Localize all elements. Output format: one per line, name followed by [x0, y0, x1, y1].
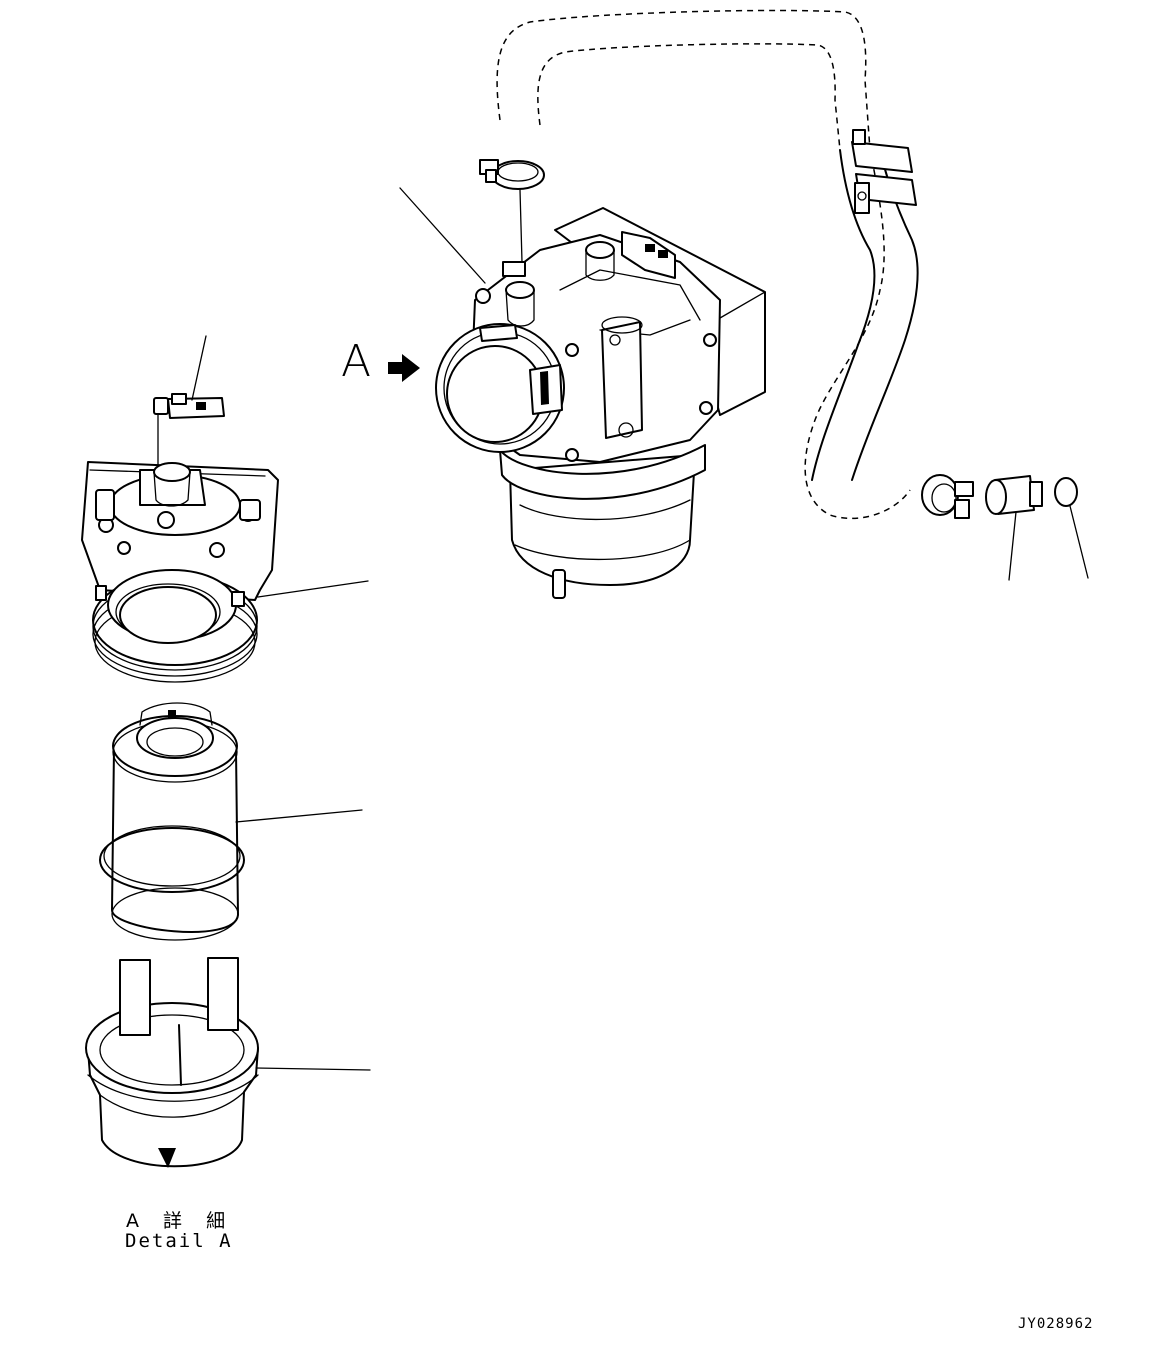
filter-element-part — [99, 702, 363, 941]
right-arrow-icon — [388, 354, 420, 382]
detail-caption-japanese: A 詳 細 — [126, 1210, 235, 1232]
sensor-part — [153, 335, 225, 475]
detail-caption-english: Detail A — [125, 1230, 233, 1252]
filter-head-part — [81, 461, 369, 683]
fitting-connector-part — [985, 475, 1043, 581]
leader-line-assembly — [399, 187, 486, 284]
fuel-hose-section — [811, 129, 919, 481]
hose-clamp-small — [921, 474, 974, 519]
o-ring-part — [1054, 477, 1089, 579]
filter-case-part — [85, 957, 371, 1168]
hose-clamp-upper — [479, 159, 545, 263]
fuel-filter-assembly — [435, 207, 766, 599]
view-marker-letter: A — [341, 336, 372, 387]
drawing-code: JY028962 — [1018, 1316, 1094, 1332]
